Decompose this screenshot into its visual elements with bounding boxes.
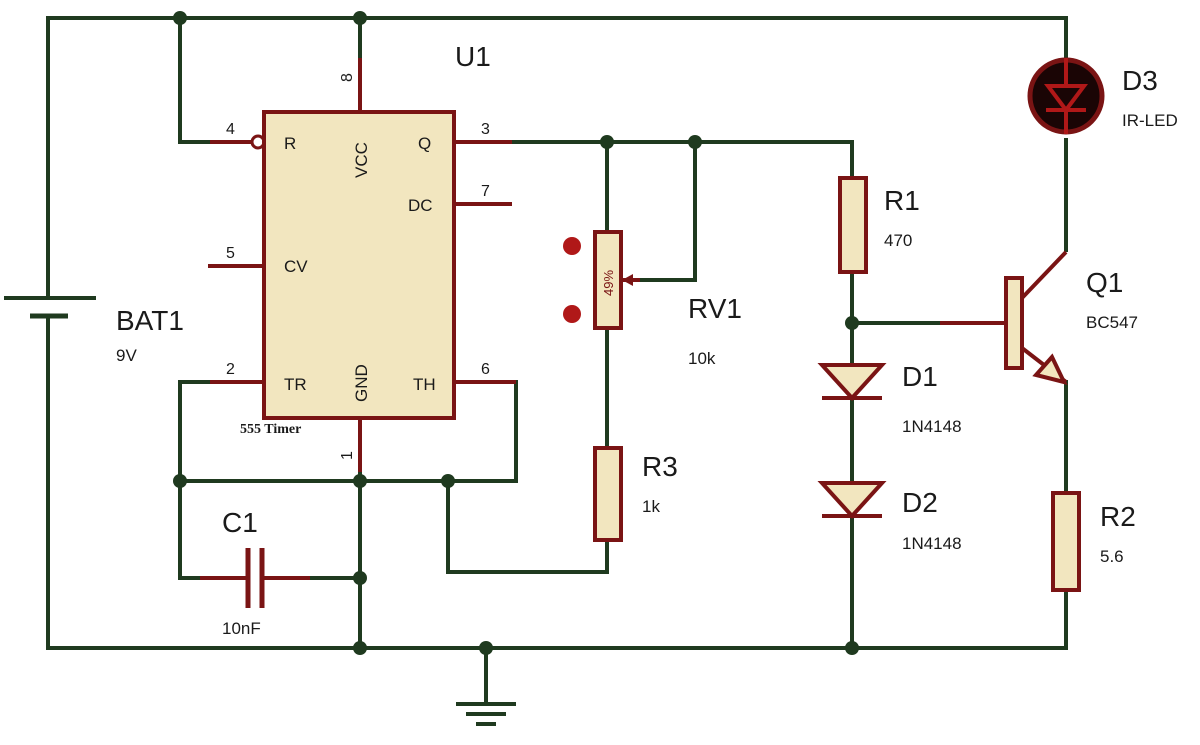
battery-bat1[interactable]: BAT1 9V: [4, 296, 184, 365]
r3-body: [593, 446, 623, 542]
junction-dot: [688, 135, 702, 149]
wire-tr-th: [178, 380, 518, 483]
c1-ref: C1: [222, 507, 258, 538]
rv1-value: 10k: [688, 349, 716, 368]
pin-label-vcc: VCC: [352, 142, 371, 178]
rv1-body: [593, 230, 623, 330]
wires: [46, 16, 1068, 704]
pin-number-cv: 5: [226, 245, 235, 262]
pin-label-th: TH: [413, 375, 436, 394]
ground-symbol: [456, 702, 516, 726]
c1-value: 10nF: [222, 619, 261, 638]
pin-number-q: 3: [481, 121, 490, 138]
transistor-q1[interactable]: Q1 BC547: [940, 250, 1138, 385]
pin-number-th: 6: [481, 361, 490, 378]
led-triangle: [1044, 84, 1088, 114]
junctions: [173, 11, 859, 655]
pin-label-gnd: GND: [352, 364, 371, 402]
d1-ref: D1: [902, 361, 938, 392]
d1-triangle: [817, 363, 887, 401]
junction-dot: [173, 11, 187, 25]
pin-number-reset: 4: [226, 121, 235, 138]
junction-dot: [353, 571, 367, 585]
rv1-wiper-arrow: [622, 274, 633, 286]
wire-top-rail: [46, 16, 1068, 60]
timer-body: [262, 110, 456, 420]
potentiometer-rv1[interactable]: 49% RV1 10k: [563, 230, 742, 368]
q1-collector: [1020, 250, 1068, 300]
pin-number-dc: 7: [481, 183, 490, 200]
resistor-r2[interactable]: R2 5.6: [1051, 491, 1136, 592]
junction-dot: [173, 474, 187, 488]
q1-value: BC547: [1086, 313, 1138, 332]
d1-value: 1N4148: [902, 417, 962, 436]
d3-ref: D3: [1122, 65, 1158, 96]
r1-value: 470: [884, 231, 912, 250]
wire-q-out: [510, 140, 854, 180]
r1-body: [838, 176, 868, 274]
junction-dot: [845, 316, 859, 330]
rv1-ref: RV1: [688, 293, 742, 324]
r3-ref: R3: [642, 451, 678, 482]
r2-body: [1051, 491, 1081, 592]
d2-triangle: [817, 481, 887, 519]
r2-ref: R2: [1100, 501, 1136, 532]
r2-value: 5.6: [1100, 547, 1124, 566]
timer-ref: U1: [455, 41, 491, 72]
pin-label-reset: R: [284, 134, 296, 153]
wire-rv1-wiper: [638, 140, 697, 282]
pin-label-q: Q: [418, 134, 431, 153]
capacitor-c1[interactable]: C1 10nF: [200, 507, 310, 638]
q1-emitter-arrow: [1032, 353, 1068, 385]
wire-bottom-rail: [46, 588, 1068, 650]
pin-number-vcc: 8: [339, 73, 356, 82]
pin-number-tr: 2: [226, 361, 235, 378]
rv1-increase-icon[interactable]: [563, 237, 581, 255]
r3-value: 1k: [642, 497, 660, 516]
wire-r3-return: [446, 479, 609, 574]
resistor-r1[interactable]: R1 470: [838, 176, 920, 274]
pin-label-cv: CV: [284, 257, 308, 276]
d2-ref: D2: [902, 487, 938, 518]
d2-value: 1N4148: [902, 534, 962, 553]
rv1-decrease-icon[interactable]: [563, 305, 581, 323]
diode-d1[interactable]: D1 1N4148: [817, 361, 962, 436]
junction-dot: [353, 474, 367, 488]
resistor-r3[interactable]: R3 1k: [593, 446, 678, 542]
q1-ref: Q1: [1086, 267, 1123, 298]
bat1-ref: BAT1: [116, 305, 184, 336]
pin-number-gnd: 1: [339, 451, 356, 460]
ir-led-d3[interactable]: D3 IR-LED: [1027, 57, 1178, 135]
bat1-value: 9V: [116, 346, 137, 365]
q1-base-bar: [1004, 276, 1024, 370]
d3-value: IR-LED: [1122, 111, 1178, 130]
pin-label-dc: DC: [408, 196, 433, 215]
wire-reset: [178, 16, 212, 144]
rv1-position: 49%: [601, 270, 616, 296]
junction-dot: [600, 135, 614, 149]
junction-dot: [353, 11, 367, 25]
timer-desc: 555 Timer: [240, 422, 301, 437]
junction-dot: [353, 641, 367, 655]
junction-dot: [479, 641, 493, 655]
r1-ref: R1: [884, 185, 920, 216]
junction-dot: [441, 474, 455, 488]
timer-555[interactable]: U1 555 Timer R VCC Q DC CV TR GND TH 4 8…: [208, 41, 516, 472]
diode-d2[interactable]: D2 1N4148: [817, 481, 962, 553]
pin-label-tr: TR: [284, 375, 307, 394]
junction-dot: [845, 641, 859, 655]
